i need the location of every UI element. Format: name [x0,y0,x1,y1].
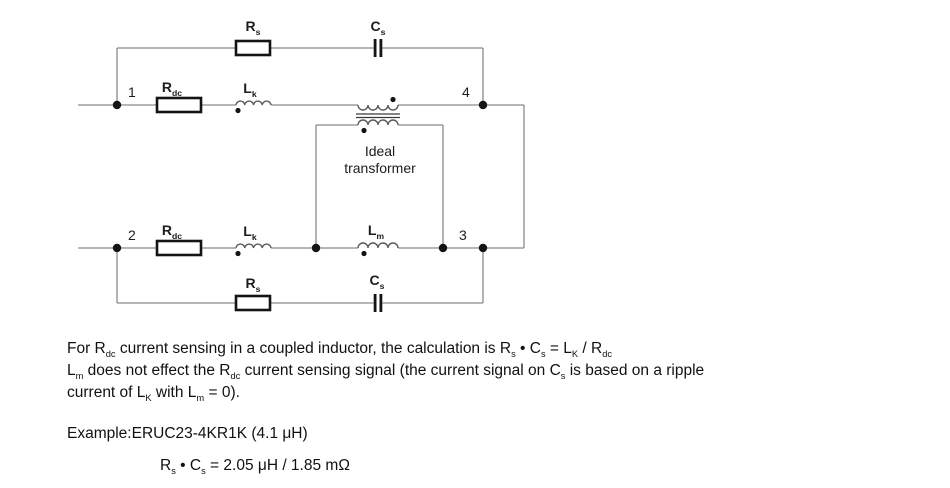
label-lm: Lm [367,222,385,241]
inductor-lk-top-icon [235,100,272,106]
transformer-secondary-winding-icon [357,119,399,126]
resistor-rs-top-icon [234,39,272,57]
label-node-1: 1 [128,84,136,100]
label-node-3: 3 [459,227,467,243]
caption-line-1: For Rdc current sensing in a coupled ind… [67,340,613,360]
polarity-dots [235,96,396,257]
lk-bottom-polarity-dot [235,250,241,257]
inductors [235,100,399,249]
label-cs-bottom: Cs [369,272,385,291]
caption-line-3: current of LK with Lm = 0). [67,384,240,404]
label-ideal-transformer-line1: Ideal [364,143,396,159]
label-cs-top: Cs [370,18,386,37]
lm-polarity-dot [361,250,367,257]
label-node-4: 4 [462,84,470,100]
loop-right-junction-dot [438,243,448,253]
resistor-rdc-row1-icon [155,96,203,114]
node3-dot [478,243,488,253]
label-lk-row2: Lk [243,223,257,242]
resistors [155,39,272,312]
node4-dot [478,100,488,110]
primary-polarity-dot [390,96,396,103]
label-rs-top: Rs [245,18,261,37]
label-node-2: 2 [128,227,136,243]
secondary-polarity-dot [361,127,367,134]
circuit-schematic [78,39,525,312]
caption-line-2: Lm does not effect the Rdc current sensi… [67,362,705,382]
label-rs-bottom: Rs [245,275,261,294]
node1-dot [112,100,122,110]
junction-dots [112,100,488,253]
wires [78,47,525,304]
transformer-core-icon [356,113,400,119]
loop-left-junction-dot [311,243,321,253]
inductor-lm-icon [357,242,399,249]
inductor-lk-bottom-icon [235,243,272,249]
resistor-rs-bottom-icon [234,294,272,312]
transformer-primary-winding-icon [357,104,399,111]
label-ideal-transformer-line2: transformer [344,160,416,176]
coupled-inductor-model-diagram: Rs Cs Rdc Lk Rdc Lk Lm Rs Cs 1 4 2 3 Ide… [78,18,525,312]
resistor-rdc-row2-icon [155,239,203,257]
caption-text-block: For Rdc current sensing in a coupled ind… [67,338,927,477]
caption-formula-line: Rs • Cs = 2.05 μH / 1.85 mΩ [160,457,350,477]
label-rdc-row1: Rdc [161,79,183,98]
capacitors [373,39,383,312]
lk-top-polarity-dot [235,107,241,114]
caption-example-line: Example:ERUC23-4KR1K (4.1 μH) [67,425,308,442]
label-lk-row1: Lk [243,80,257,99]
label-ideal-transformer: Ideal transformer [320,143,440,177]
node2-dot [112,243,122,253]
label-rdc-row2: Rdc [161,222,183,241]
